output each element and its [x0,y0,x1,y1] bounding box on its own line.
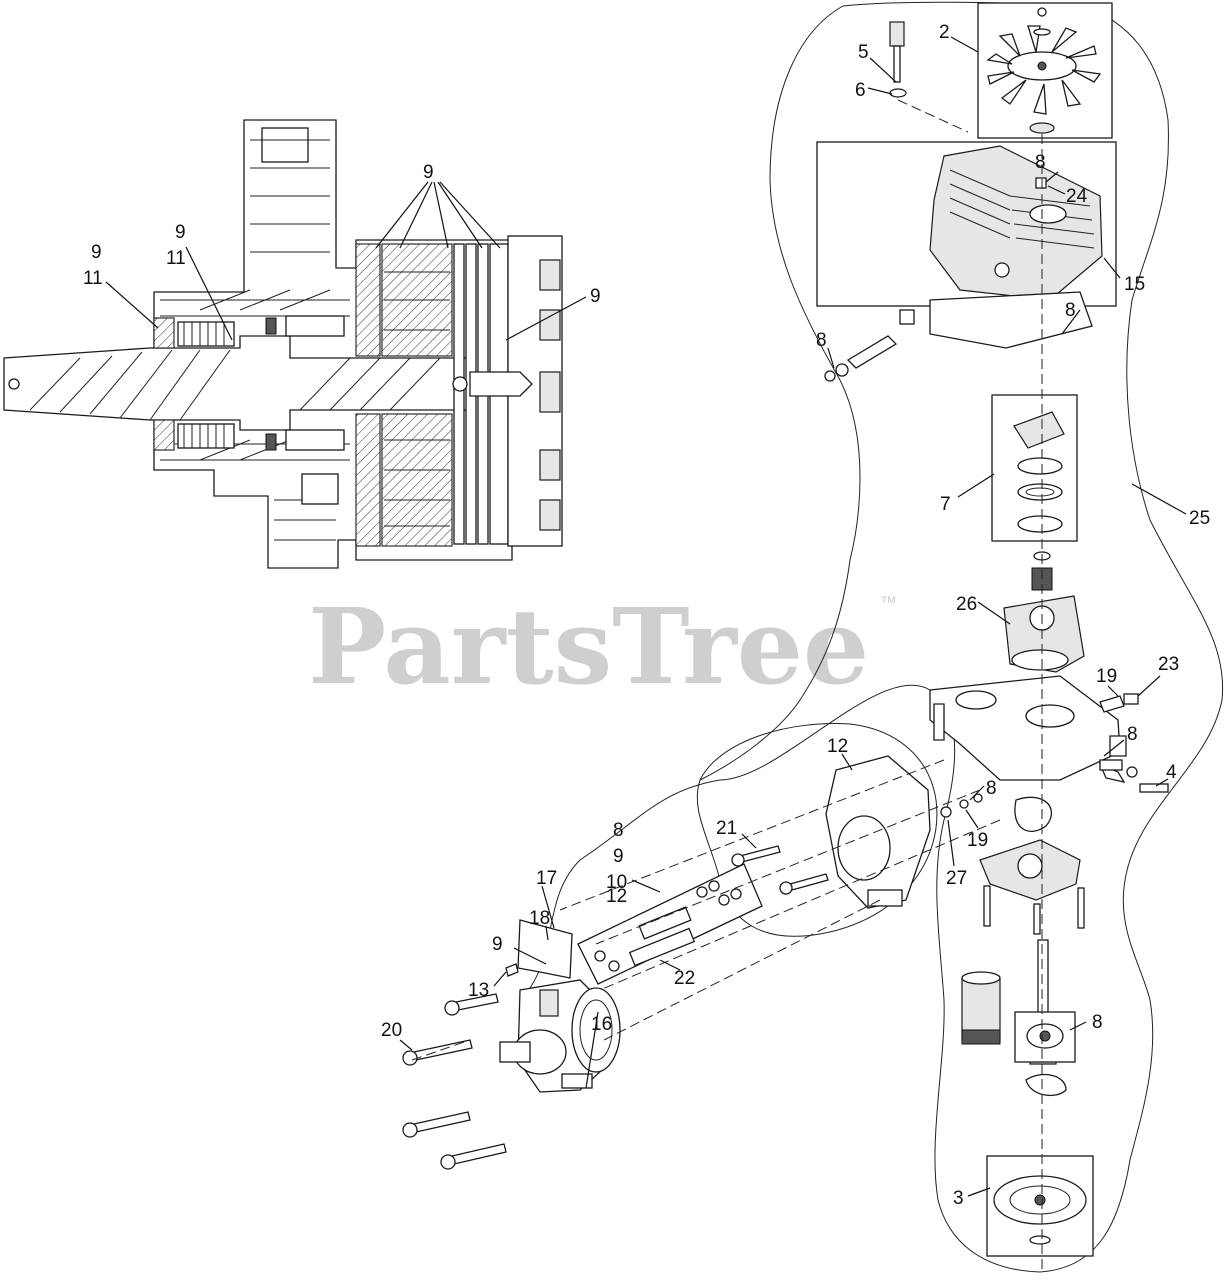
assembly-25-outline [519,1,1224,1273]
label-23: 23 [1158,654,1179,675]
cover [986,1155,1094,1257]
motor-plate [979,839,1085,935]
label-6: 6 [855,80,866,101]
motor-housing [825,755,931,909]
check-valve-kit [577,863,763,985]
dipstick [889,21,907,98]
label-11: 11 [83,268,103,289]
leader-lines [105,36,1187,1197]
label-8: 8 [986,778,997,799]
label-26: 26 [956,594,977,615]
callout-labels: 9 11 9 11 9 9 2 5 6 8 24 15 8 8 7 25 26 … [83,22,1210,1209]
bearing-kit [991,394,1078,542]
label-3: 3 [953,1188,964,1209]
label-10: 10 [606,872,627,893]
bolts-21 [731,845,829,895]
label-7: 7 [940,494,951,515]
watermark: PartsTree ™ [308,585,897,708]
label-25: 25 [1189,508,1210,529]
label-9: 9 [91,242,102,263]
fan-assembly [977,2,1113,139]
label-8: 8 [1092,1012,1103,1033]
label-8: 8 [1035,152,1046,173]
cross-section-view [3,119,563,569]
label-5: 5 [858,42,869,63]
filter [961,971,1001,1045]
watermark-trademark: ™ [880,593,897,612]
center-section [929,675,1169,832]
label-19: 19 [1096,666,1117,687]
label-13: 13 [468,980,489,1001]
label-22: 22 [674,968,695,989]
seal-kit [1014,1011,1076,1097]
label-9: 9 [590,286,601,307]
watermark-text: PartsTree [308,585,869,708]
label-9: 9 [175,222,186,243]
pump-block [1003,595,1085,673]
label-11: 11 [166,248,186,269]
bolts-20 [402,993,507,1170]
label-8: 8 [816,330,827,351]
label-12: 12 [606,886,627,907]
valve-fittings [959,693,1139,809]
label-8: 8 [1127,724,1138,745]
label-12: 12 [827,736,848,757]
label-4: 4 [1166,762,1177,783]
label-24: 24 [1066,186,1088,207]
housing-assembly [816,141,1117,382]
motor-assembly [499,919,621,1093]
label-18: 18 [529,908,550,929]
label-27: 27 [946,868,967,889]
label-9: 9 [423,162,434,183]
label-9: 9 [492,934,503,955]
label-17: 17 [536,868,557,889]
label-20: 20 [381,1020,402,1041]
alignment-lines [411,99,1043,1270]
label-21: 21 [716,818,737,839]
label-8: 8 [1065,300,1076,321]
label-15: 15 [1124,274,1145,295]
label-9: 9 [613,846,624,867]
label-16: 16 [591,1014,612,1035]
label-19: 19 [967,830,988,851]
label-2: 2 [939,22,950,43]
label-8: 8 [613,820,624,841]
